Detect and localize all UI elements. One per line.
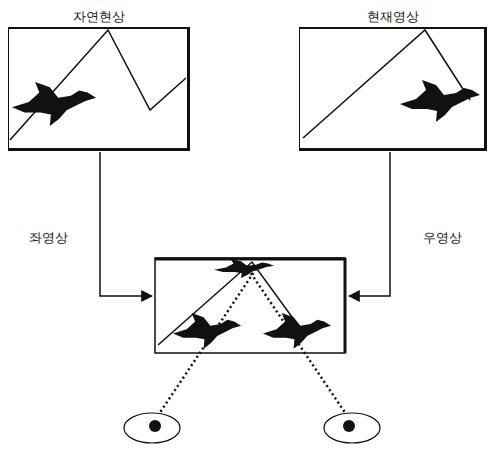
- panel-frame: [8, 27, 190, 151]
- eye: [324, 413, 380, 443]
- box-edge: [344, 258, 347, 353]
- bird-figure: [214, 259, 274, 278]
- sight-line: [155, 266, 258, 420]
- box-edge: [155, 258, 345, 261]
- fused-image-box: [155, 258, 345, 353]
- panel-heading: 자연현상: [8, 9, 190, 27]
- image-panel: 자연현상: [8, 9, 190, 151]
- panel-heading: 현재영상: [299, 9, 487, 27]
- arrow-label: 좌영상: [27, 230, 70, 246]
- mountain-line: [10, 30, 186, 140]
- eye: [124, 413, 180, 443]
- mountain-line: [303, 30, 470, 138]
- pupil: [343, 420, 355, 432]
- bird-figure: [400, 80, 480, 122]
- arrow: [349, 152, 390, 296]
- image-panel: 현재영상: [299, 9, 487, 151]
- bird-figure: [173, 313, 241, 349]
- sight-line: [246, 266, 350, 420]
- arrow-label: 우영상: [421, 230, 464, 246]
- pupil: [149, 420, 161, 432]
- arrow: [100, 152, 152, 296]
- panel-frame: [299, 27, 487, 151]
- bird-figure: [263, 313, 331, 349]
- bird-figure: [12, 82, 96, 126]
